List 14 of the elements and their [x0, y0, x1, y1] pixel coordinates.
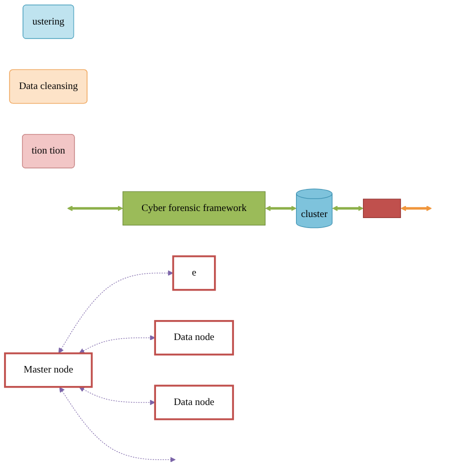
arrow — [332, 206, 364, 212]
node-box: Data node — [154, 320, 234, 356]
node-box: Master node — [4, 352, 93, 388]
arrow — [400, 206, 432, 212]
arrow — [59, 386, 176, 462]
node-box — [362, 198, 401, 218]
arrow — [67, 206, 124, 212]
node-box: Data node — [154, 384, 234, 420]
arrow — [265, 206, 297, 212]
arrow — [78, 335, 156, 354]
node-box: e — [172, 255, 216, 291]
node-box: Cyber forensic framework — [122, 191, 266, 226]
arrow — [58, 270, 174, 354]
arrow — [78, 386, 156, 406]
